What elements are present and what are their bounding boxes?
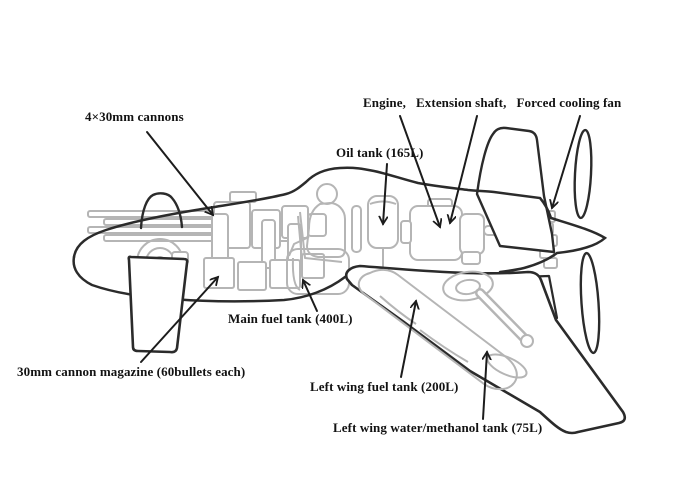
leader-water-methanol-tank bbox=[482, 352, 487, 420]
leader-extension-shaft bbox=[450, 115, 478, 223]
main-gear-leg-icon bbox=[475, 288, 534, 348]
main-gear-hub-icon bbox=[455, 278, 481, 296]
label-water-methanol-tank: Left wing water/methanol tank (75L) bbox=[333, 420, 543, 435]
propeller bbox=[573, 128, 601, 355]
main-gear-wheel-icon bbox=[442, 270, 494, 302]
label-oil-tank: Oil tank (165L) bbox=[336, 145, 424, 160]
label-main-fuel-tank: Main fuel tank (400L) bbox=[228, 311, 353, 326]
near-canard-wing bbox=[127, 255, 189, 354]
label-cannons: 4×30mm cannons bbox=[85, 109, 184, 124]
leader-engine bbox=[399, 115, 440, 227]
leader-main-fuel-tank bbox=[303, 280, 318, 312]
leader-cannon-magazine bbox=[140, 277, 218, 363]
wing-rib-line bbox=[419, 329, 469, 363]
leader-cooling-fan bbox=[552, 115, 581, 208]
leader-lines bbox=[140, 115, 581, 420]
far-canard-wing bbox=[139, 192, 184, 230]
vertical-tail-fin bbox=[475, 126, 556, 254]
label-wing-fuel-tank: Left wing fuel tank (200L) bbox=[310, 379, 459, 394]
cockpit-bulkhead-icon bbox=[351, 205, 362, 253]
engine-block-icon bbox=[400, 198, 485, 265]
leader-wing-fuel-tank bbox=[400, 301, 416, 378]
propeller-blade-upper-icon bbox=[573, 128, 593, 220]
label-cannon-magazine: 30mm cannon magazine (60bullets each) bbox=[17, 364, 246, 379]
pilot-seat-icon bbox=[297, 211, 343, 277]
propeller-blade-lower-icon bbox=[579, 251, 601, 355]
label-engine-group: Engine, Extension shaft, Forced cooling … bbox=[363, 95, 622, 110]
leader-oil-tank bbox=[383, 163, 387, 224]
leader-cannons bbox=[146, 131, 213, 215]
cannon-magazines-icon bbox=[203, 253, 325, 291]
wing-fuel-tank-icon bbox=[357, 268, 518, 391]
wing-rib-line bbox=[379, 295, 417, 325]
